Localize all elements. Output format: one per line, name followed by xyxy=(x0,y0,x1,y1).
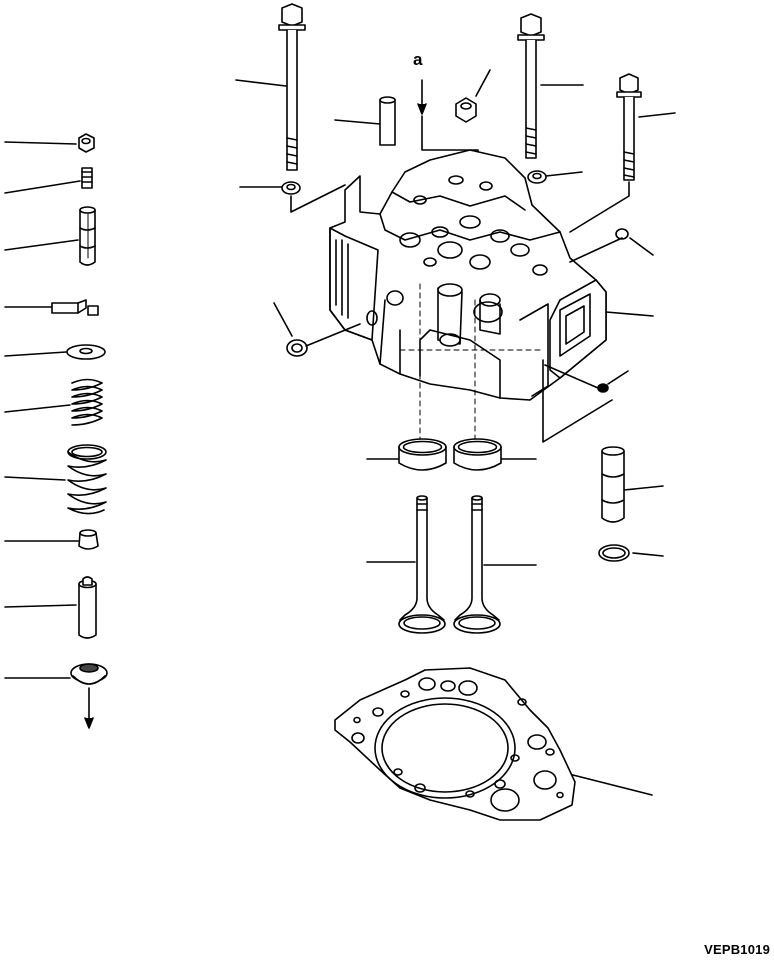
intake-valve xyxy=(367,496,445,633)
reference-marker-label: a xyxy=(413,50,423,69)
valve-rotator-nut xyxy=(5,134,94,152)
valve-seat-insert-exhaust xyxy=(454,439,536,470)
inner-valve-spring xyxy=(5,380,102,426)
head-bolt-long xyxy=(236,4,305,170)
injector-sleeve xyxy=(5,207,95,265)
head-gasket xyxy=(335,668,652,820)
cylinder-head xyxy=(330,150,653,442)
head-bolt-center xyxy=(518,14,583,158)
drawing-code-label: VEPB1019 xyxy=(704,942,770,957)
valve-key xyxy=(5,300,98,315)
outer-valve-spring xyxy=(5,445,106,514)
valve-spring-seat xyxy=(5,664,107,728)
plug-nut xyxy=(456,70,490,122)
valve-guide xyxy=(5,577,96,638)
valve-stem-seal xyxy=(5,530,98,549)
bolt-washer-right xyxy=(528,171,582,183)
small-plug-top xyxy=(570,229,653,262)
valve-seat-insert-intake xyxy=(367,439,446,470)
sleeve-seal-ring xyxy=(599,545,663,561)
spring-seat-washer xyxy=(5,345,105,359)
valve-spring-retainer-collet xyxy=(5,168,92,193)
dowel-pin xyxy=(335,97,395,145)
head-bolt-short xyxy=(570,74,675,232)
exhaust-valve xyxy=(454,496,536,633)
small-plug-side xyxy=(545,365,628,392)
bolt-washer-left xyxy=(240,182,345,212)
nozzle-holder-sleeve xyxy=(602,447,663,522)
o-ring xyxy=(274,303,360,356)
